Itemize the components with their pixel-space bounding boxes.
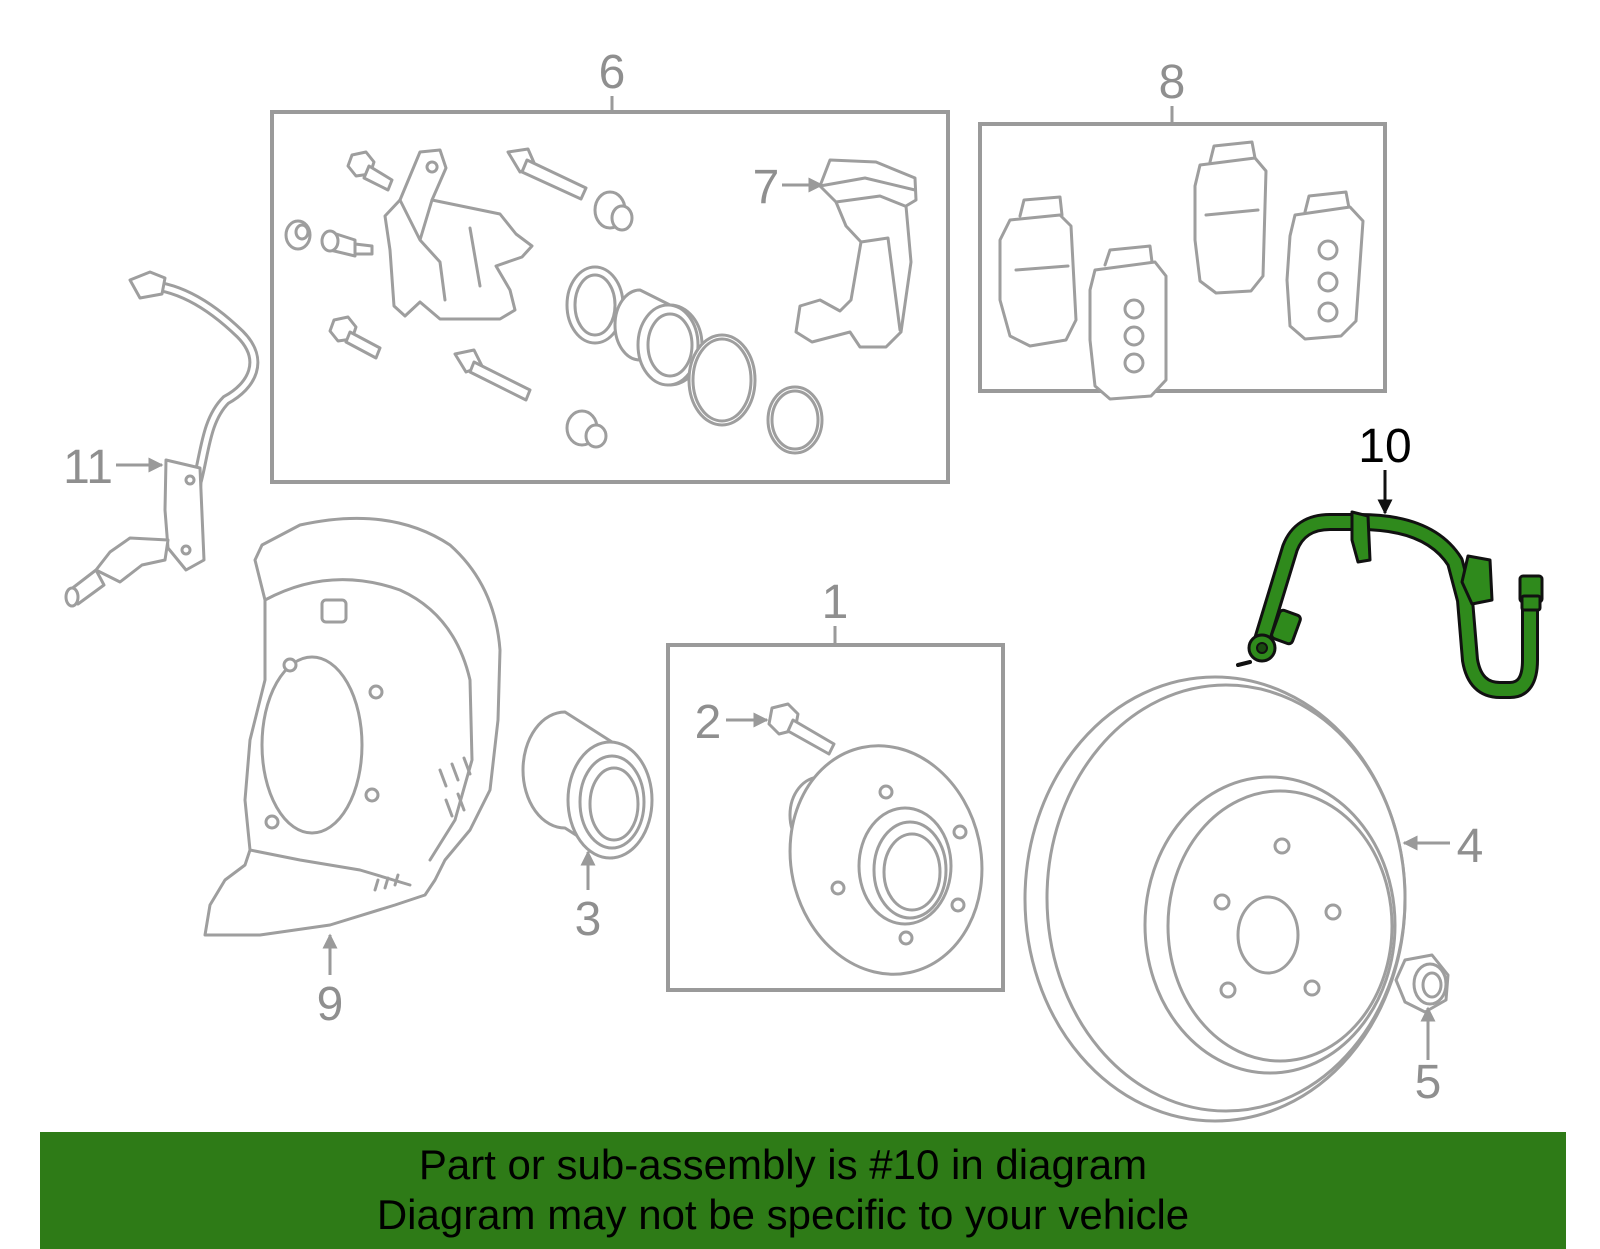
wheel-bearing-drawing — [521, 710, 654, 860]
callout-11: 11 — [63, 441, 113, 494]
speed-sensor-drawing — [64, 270, 260, 608]
callout-1: 1 — [822, 576, 849, 629]
callout-7: 7 — [753, 161, 780, 214]
callout-9: 9 — [317, 978, 344, 1031]
group-box-8 — [978, 122, 1387, 393]
callout-4: 4 — [1457, 820, 1484, 873]
info-banner: Part or sub-assembly is #10 in diagram D… — [40, 1132, 1566, 1249]
callout-2: 2 — [695, 696, 722, 749]
hub-bolt-drawing — [767, 702, 836, 756]
brake-rotor-drawing — [1023, 675, 1407, 1123]
caliper-assembly-drawing — [284, 147, 824, 455]
callout-8: 8 — [1159, 56, 1186, 109]
caliper-bracket-drawing — [794, 158, 918, 349]
dust-shield-drawing — [203, 516, 502, 937]
callout-3: 3 — [575, 893, 602, 946]
lug-nut-drawing — [1394, 953, 1450, 1014]
group-box-6 — [270, 110, 950, 484]
banner-line-2: Diagram may not be specific to your vehi… — [376, 1191, 1190, 1238]
callout-10: 10 — [1358, 420, 1411, 473]
wheel-hub-drawing — [788, 744, 984, 976]
brake-hose-highlighted — [1236, 510, 1544, 699]
banner-line-1: Part or sub-assembly is #10 in diagram — [418, 1141, 1148, 1188]
callout-6: 6 — [599, 46, 626, 99]
brake-pads-drawing — [998, 140, 1365, 401]
callout-5: 5 — [1415, 1056, 1442, 1109]
